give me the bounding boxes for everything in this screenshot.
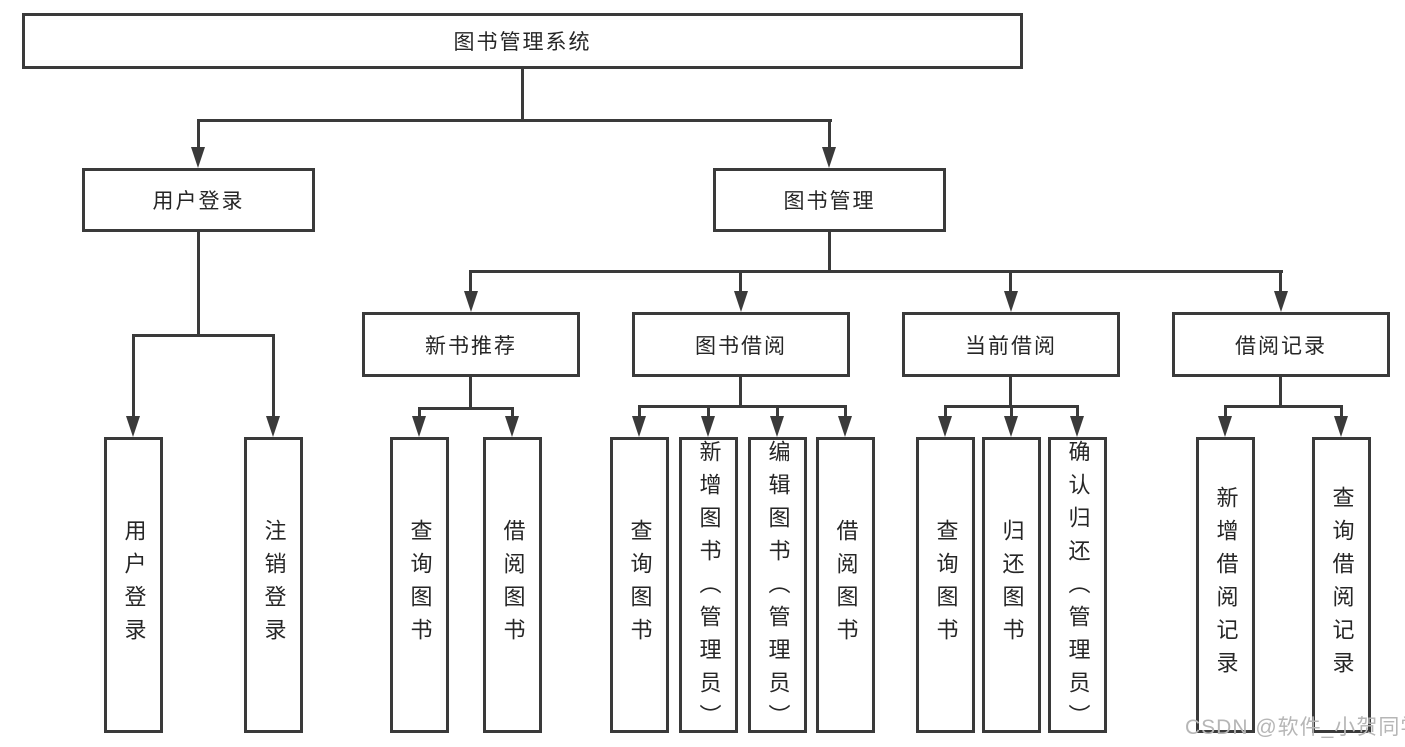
leaf-query-books-recommend: 查询图书: [390, 437, 449, 733]
connector-line: [521, 68, 524, 121]
arrow-down-icon: [632, 416, 646, 437]
leaf-logout-label: 注销登录: [261, 519, 287, 651]
connector-line: [1224, 405, 1343, 408]
leaf-edit-book-admin-label: 编辑图书（管理员）: [765, 440, 791, 737]
leaf-add-borrow-record: 新增借阅记录: [1196, 437, 1255, 733]
node-book-borrowing-label: 图书借阅: [695, 334, 787, 358]
node-root: 图书管理系统: [22, 13, 1023, 69]
node-user-login-label: 用户登录: [152, 190, 245, 213]
leaf-borrow-books-borrowing: 借阅图书: [816, 437, 875, 733]
arrow-down-icon: [1004, 416, 1018, 437]
connector-line: [1224, 405, 1227, 418]
connector-line: [1010, 405, 1013, 418]
node-book-borrowing: 图书借阅: [632, 312, 850, 377]
node-new-book-recommend: 新书推荐: [362, 312, 580, 377]
connector-line: [739, 376, 742, 407]
node-borrowing-records: 借阅记录: [1172, 312, 1390, 377]
arrow-down-icon: [770, 416, 784, 437]
connector-line: [739, 270, 742, 293]
leaf-query-books-borrowing: 查询图书: [610, 437, 669, 733]
arrow-down-icon: [191, 147, 205, 168]
leaf-edit-book-admin: 编辑图书（管理员）: [748, 437, 807, 737]
leaf-return-book-label: 归还图书: [999, 519, 1025, 651]
leaf-user-login: 用户登录: [104, 437, 163, 733]
leaf-borrow-books-borrowing-label: 借阅图书: [833, 519, 859, 651]
connector-line: [1009, 376, 1012, 407]
leaf-add-book-admin-label: 新增图书（管理员）: [696, 440, 722, 737]
connector-line: [197, 231, 200, 336]
leaf-add-book-admin: 新增图书（管理员）: [679, 437, 738, 737]
connector-line: [1009, 270, 1012, 293]
connector-line: [197, 119, 200, 149]
leaf-query-borrow-record-label: 查询借阅记录: [1329, 486, 1355, 684]
connector-line: [1340, 405, 1343, 418]
connector-line: [1279, 376, 1282, 407]
node-current-borrowing: 当前借阅: [902, 312, 1120, 377]
connector-line: [1076, 405, 1079, 418]
connector-line: [1279, 270, 1282, 293]
arrow-down-icon: [1004, 291, 1018, 312]
connector-line: [776, 405, 779, 418]
node-book-management: 图书管理: [713, 168, 946, 232]
leaf-logout: 注销登录: [244, 437, 303, 733]
connector-line: [511, 407, 514, 418]
node-user-login: 用户登录: [82, 168, 315, 232]
connector-line: [418, 407, 513, 410]
arrow-down-icon: [464, 291, 478, 312]
connector-line: [132, 334, 275, 337]
arrow-down-icon: [1218, 416, 1232, 437]
connector-line: [132, 334, 135, 418]
arrow-down-icon: [1334, 416, 1348, 437]
node-current-borrowing-label: 当前借阅: [965, 334, 1057, 358]
connector-line: [844, 405, 847, 418]
arrow-down-icon: [1070, 416, 1084, 437]
arrow-down-icon: [822, 147, 836, 168]
node-new-book-recommend-label: 新书推荐: [425, 334, 517, 358]
leaf-confirm-return-admin-label: 确认归还（管理员）: [1065, 440, 1091, 737]
connector-line: [469, 270, 472, 293]
connector-line: [469, 270, 1283, 273]
connector-line: [469, 376, 472, 409]
leaf-confirm-return-admin: 确认归还（管理员）: [1048, 437, 1107, 737]
node-root-label: 图书管理系统: [453, 31, 592, 54]
connector-line: [272, 334, 275, 418]
arrow-down-icon: [126, 416, 140, 437]
leaf-user-login-label: 用户登录: [121, 519, 147, 651]
arrow-down-icon: [412, 416, 426, 437]
arrow-down-icon: [838, 416, 852, 437]
leaf-add-borrow-record-label: 新增借阅记录: [1213, 486, 1239, 684]
connector-line: [828, 231, 831, 272]
leaf-borrow-books-recommend: 借阅图书: [483, 437, 542, 733]
leaf-return-book: 归还图书: [982, 437, 1041, 733]
connector-line: [944, 405, 947, 418]
connector-line: [418, 407, 421, 418]
leaf-query-books-current-label: 查询图书: [933, 519, 959, 651]
leaf-query-books-recommend-label: 查询图书: [407, 519, 433, 651]
arrow-down-icon: [938, 416, 952, 437]
watermark: CSDN @软件_小贺同学: [1185, 716, 1405, 739]
node-book-management-label: 图书管理: [783, 190, 876, 213]
connector-line: [828, 119, 831, 149]
connector-line: [197, 119, 832, 122]
arrow-down-icon: [505, 416, 519, 437]
leaf-query-books-current: 查询图书: [916, 437, 975, 733]
node-borrowing-records-label: 借阅记录: [1235, 334, 1327, 358]
arrow-down-icon: [734, 291, 748, 312]
arrow-down-icon: [266, 416, 280, 437]
connector-line: [638, 405, 847, 408]
arrow-down-icon: [1274, 291, 1288, 312]
leaf-query-books-borrowing-label: 查询图书: [627, 519, 653, 651]
leaf-borrow-books-recommend-label: 借阅图书: [500, 519, 526, 651]
arrow-down-icon: [701, 416, 715, 437]
leaf-query-borrow-record: 查询借阅记录: [1312, 437, 1371, 733]
connector-line: [707, 405, 710, 418]
connector-line: [638, 405, 641, 418]
